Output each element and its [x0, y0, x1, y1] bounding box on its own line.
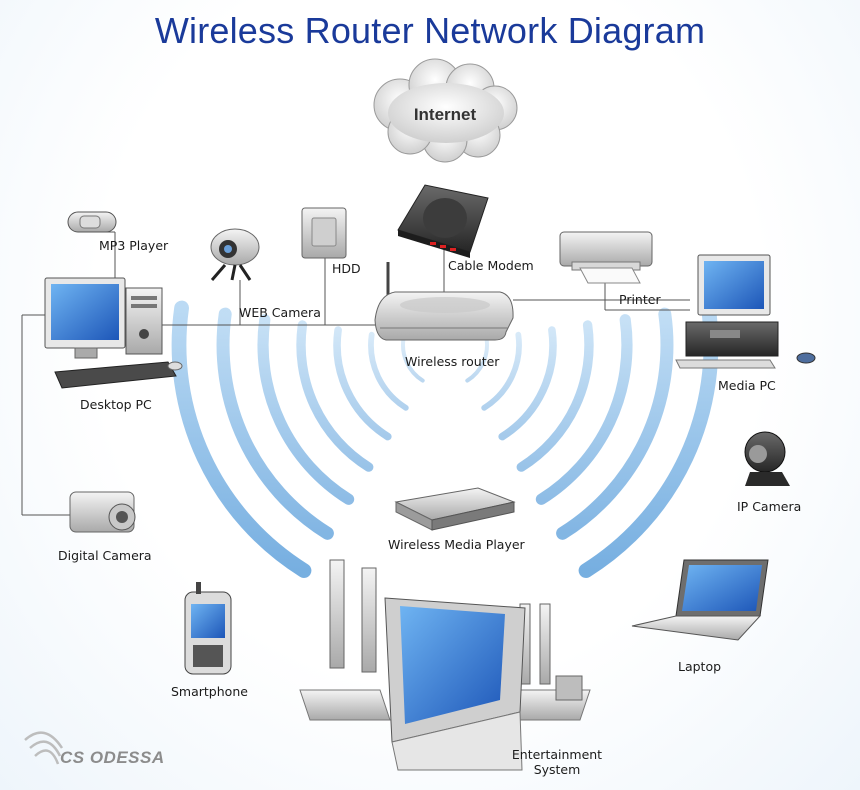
printer-label: Printer: [619, 292, 661, 307]
media-pc-label: Media PC: [718, 378, 776, 393]
cs-odessa-logo-icon: [24, 731, 64, 765]
signal-arc-left-3: [296, 320, 374, 472]
laptop-label: Laptop: [678, 659, 722, 674]
entertainment-system-label-line2: System: [533, 762, 581, 777]
wireless-router-icon: [374, 262, 514, 341]
internet-cloud-icon: [373, 58, 518, 163]
internet-label: Internet: [413, 105, 477, 124]
desktop-pc-icon: [44, 277, 183, 389]
wireless-signal-waves: [171, 300, 719, 578]
mp3-player-icon: [67, 211, 117, 233]
digital-camera-icon: [69, 491, 136, 533]
mp3-player-label: MP3 Player: [99, 238, 169, 253]
wired-links: [21, 218, 690, 516]
cable-modem-icon: [397, 184, 489, 258]
web-camera-label: WEB Camera: [239, 305, 321, 320]
signal-arc-right-0: [465, 337, 489, 383]
signal-arc-left-2: [333, 326, 392, 441]
ip-camera-label: IP Camera: [737, 499, 802, 514]
signal-arc-left-5: [216, 307, 334, 540]
wireless-media-player-icon: [394, 487, 516, 531]
signal-arc-right-3: [516, 320, 594, 472]
signal-arc-right-4: [535, 314, 633, 505]
signal-arc-left-1: [368, 331, 409, 411]
signal-arc-right-1: [481, 331, 522, 411]
signal-arc-left-6: [171, 300, 312, 578]
entertainment-system-label-line1: Entertainment: [511, 747, 603, 762]
cable-modem-label: Cable Modem: [448, 258, 534, 273]
ip-camera-icon: [744, 431, 790, 486]
wireless-router-label: Wireless router: [405, 354, 500, 369]
signal-arc-left-4: [257, 314, 355, 505]
signal-arc-left-0: [401, 337, 425, 383]
wireless-media-player-label: Wireless Media Player: [388, 537, 525, 552]
hdd-label: HDD: [332, 261, 361, 276]
hdd-icon: [301, 207, 347, 259]
digital-camera-label: Digital Camera: [58, 548, 152, 563]
entertainment-system-label: Entertainment System: [505, 747, 609, 777]
diagram-title: Wireless Router Network Diagram: [154, 10, 706, 51]
smartphone-label: Smartphone: [171, 684, 248, 699]
signal-arc-right-2: [498, 326, 557, 441]
smartphone-icon: [184, 582, 232, 675]
media-pc-icon: [675, 254, 816, 369]
printer-icon: [559, 231, 653, 284]
cs-odessa-logo-text: CS ODESSA: [60, 748, 165, 767]
web-camera-icon: [210, 228, 260, 281]
entertainment-system-icon: [299, 559, 591, 771]
signal-arc-right-5: [556, 307, 674, 540]
desktop-pc-label: Desktop PC: [80, 397, 152, 412]
laptop-icon: [631, 559, 769, 641]
